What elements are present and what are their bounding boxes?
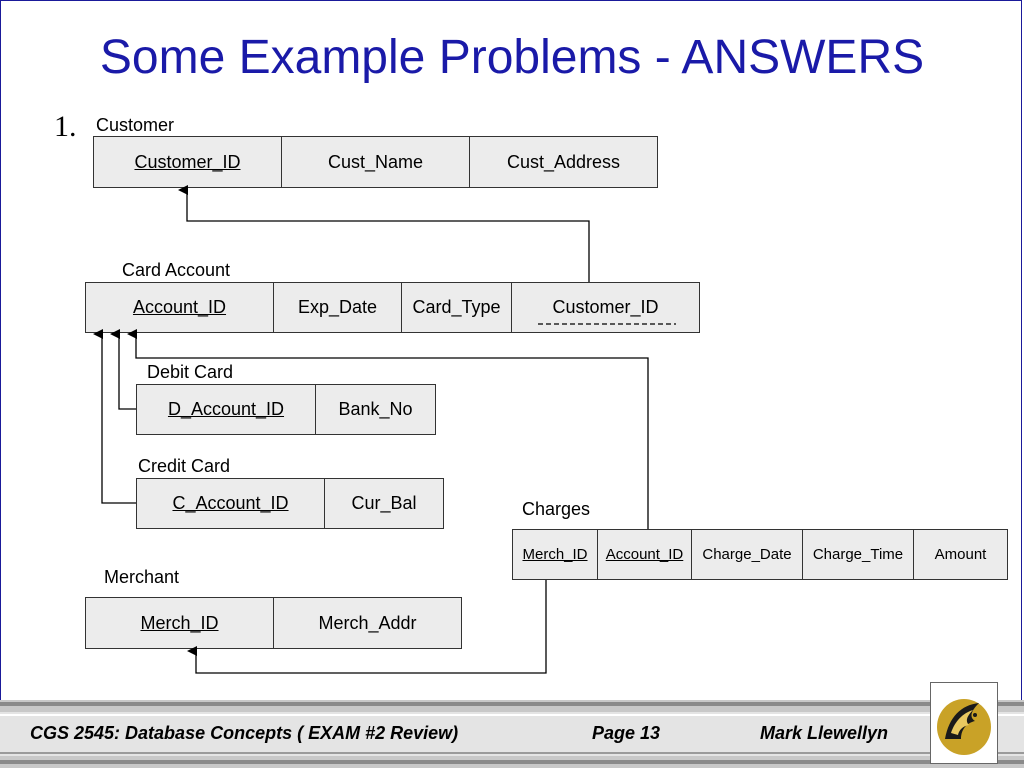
footer-course: CGS 2545: Database Concepts ( EXAM #2 Re… [30, 723, 459, 743]
column-account-id: Account_ID [85, 282, 274, 333]
column-amount: Amount [914, 529, 1008, 580]
column-account-id-fk: Account_ID [598, 529, 692, 580]
column-merch-addr: Merch_Addr [274, 597, 462, 649]
pegasus-logo-icon [937, 699, 991, 755]
footer-author: Mark Llewellyn [760, 723, 889, 743]
column-exp-date: Exp_Date [274, 282, 402, 333]
link-debit-card-to-card-account [110, 329, 136, 410]
table-credit-card: C_Account_ID Cur_Bal [136, 478, 444, 529]
column-customer-id: Customer_ID [93, 136, 282, 188]
column-cust-name: Cust_Name [282, 136, 470, 188]
link-card-account-to-customer [178, 185, 590, 282]
column-d-account-id: D_Account_ID [136, 384, 316, 435]
footer-bar [0, 700, 1024, 768]
slide-title: Some Example Problems - ANSWERS [99, 31, 925, 84]
link-charges-to-card-account [127, 329, 649, 529]
table-label-customer: Customer [96, 115, 175, 135]
table-customer: Customer_ID Cust_Name Cust_Address [93, 136, 658, 188]
table-charges: Merch_ID Account_ID Charge_Date Charge_T… [512, 529, 1008, 580]
column-bank-no: Bank_No [316, 384, 436, 435]
column-merch-id-fk: Merch_ID [512, 529, 598, 580]
table-label-charges: Charges [522, 499, 591, 519]
table-debit-card: D_Account_ID Bank_No [136, 384, 436, 435]
column-card-type: Card_Type [402, 282, 512, 333]
link-credit-card-to-card-account [93, 329, 136, 504]
table-merchant: Merch_ID Merch_Addr [85, 597, 462, 649]
column-cust-address: Cust_Address [470, 136, 658, 188]
logo [930, 682, 998, 764]
table-label-credit-card: Credit Card [138, 456, 231, 476]
table-label-card-account: Card Account [122, 260, 231, 280]
table-label-debit-card: Debit Card [147, 362, 234, 382]
column-charge-time: Charge_Time [803, 529, 914, 580]
column-merch-id: Merch_ID [85, 597, 274, 649]
column-charge-date: Charge_Date [692, 529, 803, 580]
column-cur-bal: Cur_Bal [325, 478, 444, 529]
problem-number: 1. [54, 110, 77, 143]
footer-page: Page 13 [592, 723, 661, 743]
column-c-account-id: C_Account_ID [136, 478, 325, 529]
table-label-merchant: Merchant [104, 567, 180, 587]
link-charges-to-merchant [187, 580, 547, 674]
